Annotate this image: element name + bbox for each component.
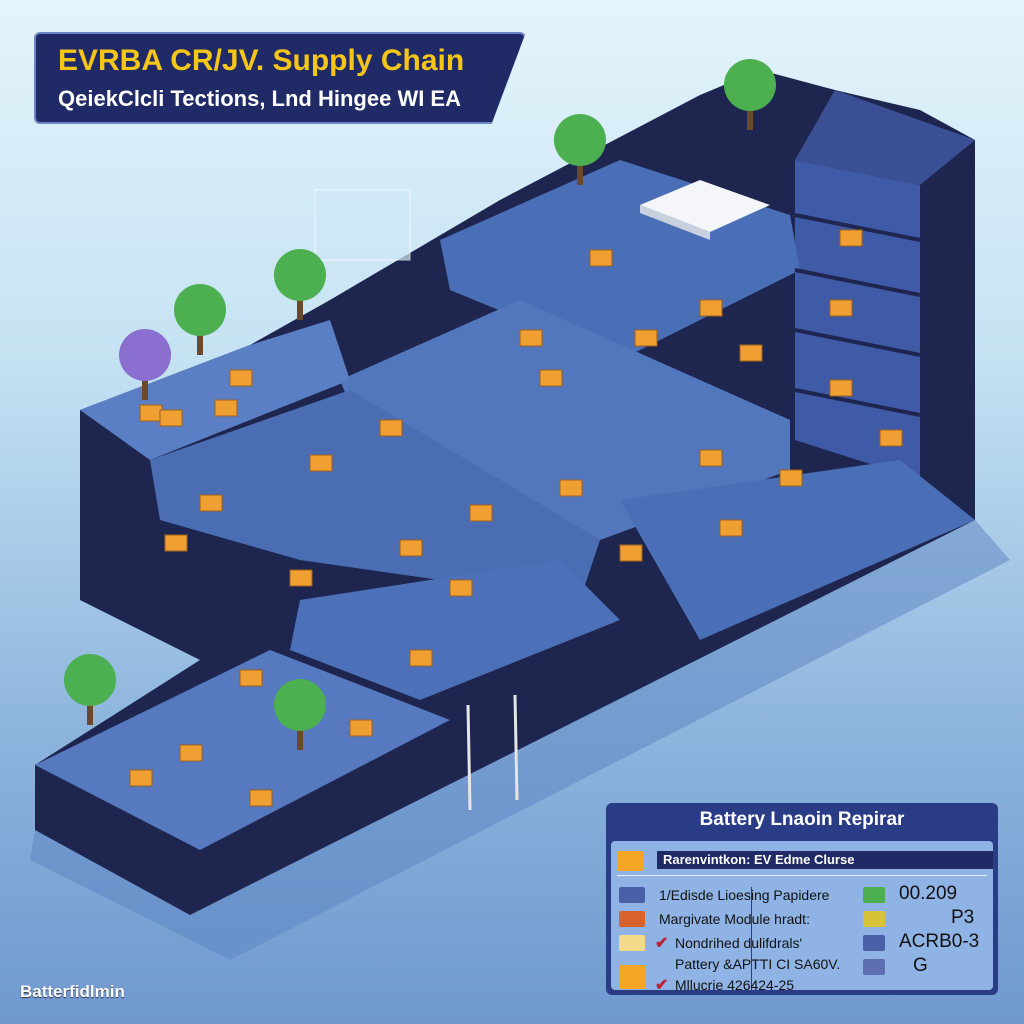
- value: P3: [951, 907, 975, 928]
- battery-crate: [199, 494, 223, 512]
- tower: [795, 90, 975, 185]
- tree-icon: [119, 329, 171, 381]
- battery-crate: [589, 249, 613, 267]
- tree-trunk: [577, 155, 583, 185]
- battery-crate: [379, 419, 403, 437]
- banner-title: EVRBA CR/JV. Supply Chain: [58, 44, 465, 77]
- tree-trunk: [142, 370, 148, 400]
- info-panel: Battery Lnaoin Repirar Rarenvintkon: EV …: [606, 803, 998, 995]
- battery-crate: [129, 769, 153, 787]
- battery-crate: [719, 519, 743, 537]
- battery-crate: [839, 229, 863, 247]
- middle-floor: [340, 300, 790, 540]
- panel-header-bar: Rarenvintkon: EV Edme Clurse: [657, 851, 993, 869]
- battery-crate: [349, 719, 373, 737]
- yellow-part-icon: [863, 911, 885, 927]
- list-item: Nondrihed dulifdrals': [675, 935, 803, 951]
- battery-crate: [249, 789, 273, 807]
- tree-icon: [274, 679, 326, 731]
- battery-crate: [409, 649, 433, 667]
- tree-icon: [274, 249, 326, 301]
- battery-crate: [829, 379, 853, 397]
- battery-crate: [829, 299, 853, 317]
- battery-crate: [634, 329, 658, 347]
- tree-icon: [724, 59, 776, 111]
- tree-icon: [174, 284, 226, 336]
- list-item: Margivate Module hradt:: [659, 911, 810, 927]
- list-item: Mllucrie 426424-25: [675, 977, 795, 993]
- tree-icon: [64, 654, 116, 706]
- checkmark-icon: ✔: [655, 935, 669, 952]
- panel-body: Rarenvintkon: EV Edme Clurse 1/Edisde Li…: [611, 841, 993, 994]
- green-part-icon: [863, 887, 885, 903]
- blue-part-icon: [863, 935, 885, 951]
- front-wing: [35, 650, 450, 850]
- tree-trunk: [87, 695, 93, 725]
- battery-crate: [399, 539, 423, 557]
- battery-module-icon: [619, 911, 645, 927]
- checkmark-icon: ✔: [655, 977, 669, 994]
- battery-stack-icon: [619, 965, 645, 989]
- footer-logo: Batterfidlmin: [20, 982, 125, 1001]
- battery-crate: [559, 479, 583, 497]
- battery-crate: [879, 429, 903, 447]
- lower-floor: [290, 560, 620, 700]
- battery-crate: [309, 454, 333, 472]
- battery-crate: [699, 449, 723, 467]
- circuit-board-icon: [619, 887, 645, 903]
- left-roof: [80, 320, 350, 460]
- tree-trunk: [747, 100, 753, 130]
- battery-crate: [449, 579, 473, 597]
- value: ACRB0-3: [899, 931, 980, 952]
- battery-crate: [159, 409, 183, 427]
- list-item: Pattery &APTTI CI SA60V.: [675, 956, 841, 972]
- chip-icon: [863, 959, 885, 975]
- battery-crate: [619, 544, 643, 562]
- battery-crate: [179, 744, 203, 762]
- battery-crate: [539, 369, 563, 387]
- battery-crate: [779, 469, 803, 487]
- list-item: 1/Edisde Lioesing Papidere: [659, 887, 830, 903]
- battery-crate: [164, 534, 188, 552]
- tree-trunk: [197, 325, 203, 355]
- battery-crate: [229, 369, 253, 387]
- column-divider: [751, 887, 752, 993]
- value: 00.209: [899, 883, 958, 904]
- tree-trunk: [297, 290, 303, 320]
- cell-tray-icon: [619, 935, 645, 951]
- banner-subtitle: QeiekClcli Tections, Lnd Hingee WI EA: [58, 86, 461, 111]
- tree-trunk: [297, 720, 303, 750]
- divider: [617, 875, 987, 876]
- title-banner: EVRBA CR/JV. Supply Chain QeiekClcli Tec…: [34, 32, 526, 124]
- battery-pack-icon: [617, 851, 643, 871]
- panel-title: Battery Lnaoin Repirar: [699, 809, 905, 830]
- battery-crate: [214, 399, 238, 417]
- battery-crate: [519, 329, 543, 347]
- battery-crate: [699, 299, 723, 317]
- battery-crate: [239, 669, 263, 687]
- battery-crate: [469, 504, 493, 522]
- battery-crate: [139, 404, 163, 422]
- battery-crate: [289, 569, 313, 587]
- tree-icon: [554, 114, 606, 166]
- left-floor: [150, 390, 600, 600]
- value: G: [913, 955, 928, 976]
- battery-crate: [739, 344, 763, 362]
